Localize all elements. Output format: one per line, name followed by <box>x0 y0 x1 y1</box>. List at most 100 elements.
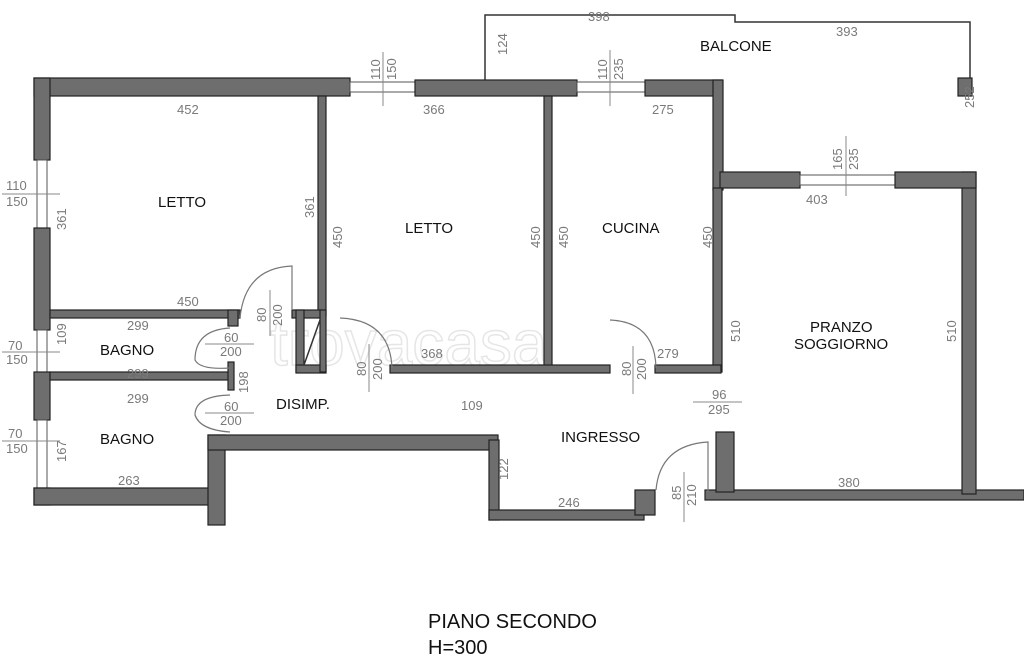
plan-height: H=300 <box>428 637 488 659</box>
wall <box>414 79 578 97</box>
opening-label: 96 295 <box>693 387 742 417</box>
room-label-ingresso: INGRESSO <box>561 429 640 446</box>
door-label-letto2: 80 200 <box>354 344 385 392</box>
plan-title: PIANO SECONDO <box>428 611 597 633</box>
wall <box>317 95 327 317</box>
wall <box>33 487 225 506</box>
dim: 450 <box>330 226 345 248</box>
dim: 299 <box>127 391 149 406</box>
room-label-balcone: BALCONE <box>700 38 772 55</box>
wall <box>207 434 499 451</box>
window-label-bagno2: 70 150 <box>2 426 60 456</box>
dim: 299 <box>127 366 149 381</box>
window-width: 110 <box>6 178 27 193</box>
door-label-bagno2: 60 200 <box>205 399 254 428</box>
dim: 450 <box>528 226 543 248</box>
window-width: 70 <box>8 338 22 353</box>
wall <box>33 227 51 331</box>
wall <box>389 364 611 374</box>
room-label-soggiorno: SOGGIORNO <box>794 336 888 353</box>
door-label-bagno1: 60 200 <box>205 330 254 359</box>
door-height: 200 <box>220 344 242 359</box>
window-label-cucina: 110 235 <box>595 50 626 106</box>
dim: 510 <box>728 320 743 342</box>
door-label-cucina: 80 200 <box>619 346 649 394</box>
window-label-letto1: 110 150 <box>2 178 60 209</box>
door-bagno2 <box>194 394 231 433</box>
wall <box>543 95 553 373</box>
door-label-letto1: 80 200 <box>254 290 285 336</box>
door-bagno1 <box>194 327 231 369</box>
dim: 109 <box>54 323 69 345</box>
room-label-cucina: CUCINA <box>602 220 660 237</box>
window-cucina <box>576 81 646 93</box>
window-width: 165 <box>830 148 845 170</box>
door-letto2 <box>339 317 393 369</box>
wall <box>644 79 723 97</box>
room-label-bagno: BAGNO <box>100 431 154 448</box>
wall <box>227 361 235 391</box>
room-label-bagno: BAGNO <box>100 342 154 359</box>
wall <box>894 171 977 189</box>
dim: 198 <box>236 371 251 393</box>
window-height: 150 <box>384 58 399 80</box>
dim: 361 <box>302 196 317 218</box>
dim: 403 <box>806 192 828 207</box>
window-height: 235 <box>846 148 861 170</box>
window-label-letto2: 110 150 <box>368 52 399 106</box>
wall <box>715 431 735 493</box>
window-soggiorno <box>799 174 896 186</box>
wall <box>654 364 722 374</box>
dim: 252 <box>962 86 977 108</box>
door-width: 80 <box>254 308 269 322</box>
door-height: 200 <box>634 358 649 380</box>
dim: 368 <box>421 346 443 361</box>
dim: 299 <box>127 318 149 333</box>
room-label-disimpegno: DISIMP. <box>276 396 330 413</box>
window-width: 110 <box>368 59 383 80</box>
dim: 393 <box>836 24 858 39</box>
room-label-pranzo: PRANZO <box>810 319 873 336</box>
window-label-bagno1: 70 150 <box>2 338 60 367</box>
wall <box>227 309 239 327</box>
dim: 275 <box>652 102 674 117</box>
wall <box>704 489 1024 501</box>
dim: 246 <box>558 495 580 510</box>
window-height: 235 <box>611 58 626 80</box>
wall <box>634 489 656 516</box>
opening-width: 96 <box>712 387 726 402</box>
dim: 450 <box>700 226 715 248</box>
wall <box>712 187 723 373</box>
door-height: 210 <box>684 484 699 506</box>
door-entry <box>655 441 709 492</box>
room-label-letto: LETTO <box>405 220 453 237</box>
wall <box>961 171 977 495</box>
balcony-railing <box>484 14 971 80</box>
door-cucina <box>609 319 657 369</box>
dim: 398 <box>588 9 610 24</box>
door-height: 200 <box>270 304 285 326</box>
window-height: 150 <box>6 194 28 209</box>
door-letto1 <box>239 265 293 319</box>
window-width: 110 <box>595 59 610 80</box>
window-bagno1 <box>36 329 48 373</box>
door-width: 80 <box>354 362 369 376</box>
shaft <box>303 319 321 366</box>
door-width: 85 <box>669 486 684 500</box>
dim: 361 <box>54 208 69 230</box>
wall <box>33 77 351 97</box>
dim: 452 <box>177 102 199 117</box>
window-height: 150 <box>6 441 28 456</box>
dim: 167 <box>54 440 69 462</box>
dim: 122 <box>496 458 511 480</box>
dim: 380 <box>838 475 860 490</box>
dim: 450 <box>177 294 199 309</box>
door-width: 60 <box>224 330 238 345</box>
dim: 510 <box>944 320 959 342</box>
wall <box>957 77 973 97</box>
wall <box>33 371 51 421</box>
door-width: 60 <box>224 399 238 414</box>
window-label-soggiorno: 165 235 <box>830 136 861 196</box>
dim: 124 <box>495 33 510 55</box>
room-label-letto: LETTO <box>158 194 206 211</box>
